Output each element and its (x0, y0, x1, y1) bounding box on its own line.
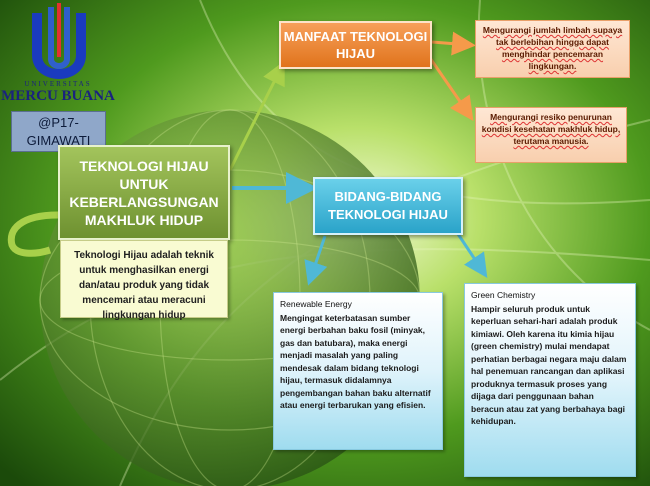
mercu-buana-logo-icon (32, 3, 86, 79)
benefit-box-2: Mengurangi resiko penurunan kondisi kese… (475, 107, 627, 163)
renewable-energy-panel: Renewable Energy Mengingat keterbatasan … (273, 292, 443, 450)
green-chemistry-panel: Green Chemistry Hampir seluruh produk un… (464, 283, 636, 477)
panel-title: Renewable Energy (280, 299, 352, 309)
bidang-node: BIDANG-BIDANG TEKNOLOGI HIJAU (313, 177, 463, 235)
panel-body: Hampir seluruh produk untuk keperluan se… (471, 303, 627, 427)
manfaat-node: MANFAAT TEKNOLOGI HIJAU (279, 21, 432, 69)
university-name: MERCU BUANA (1, 88, 115, 104)
benefit-text: Mengurangi jumlah limbah supaya tak berl… (482, 25, 623, 71)
manfaat-title: MANFAAT TEKNOLOGI HIJAU (283, 29, 428, 61)
definition-text: Teknologi Hijau adalah teknik untuk meng… (74, 250, 214, 321)
panel-body: Mengingat keterbatasan sumber energi ber… (280, 312, 431, 411)
main-topic-label: TEKNOLOGI HIJAU UNTUK KEBERLANGSUNGAN MA… (69, 157, 219, 228)
benefit-text: Mengurangi resiko penurunan kondisi kese… (481, 112, 621, 146)
bidang-title: BIDANG-BIDANG TEKNOLOGI HIJAU (328, 189, 448, 222)
panel-title: Green Chemistry (471, 290, 536, 300)
definition-box: Teknologi Hijau adalah teknik untuk meng… (60, 240, 228, 321)
main-topic-node: TEKNOLOGI HIJAU UNTUK KEBERLANGSUNGAN MA… (58, 145, 230, 240)
benefit-box-1: Mengurangi jumlah limbah supaya tak berl… (475, 20, 630, 78)
university-label: UNIVERSITAS (24, 80, 92, 88)
